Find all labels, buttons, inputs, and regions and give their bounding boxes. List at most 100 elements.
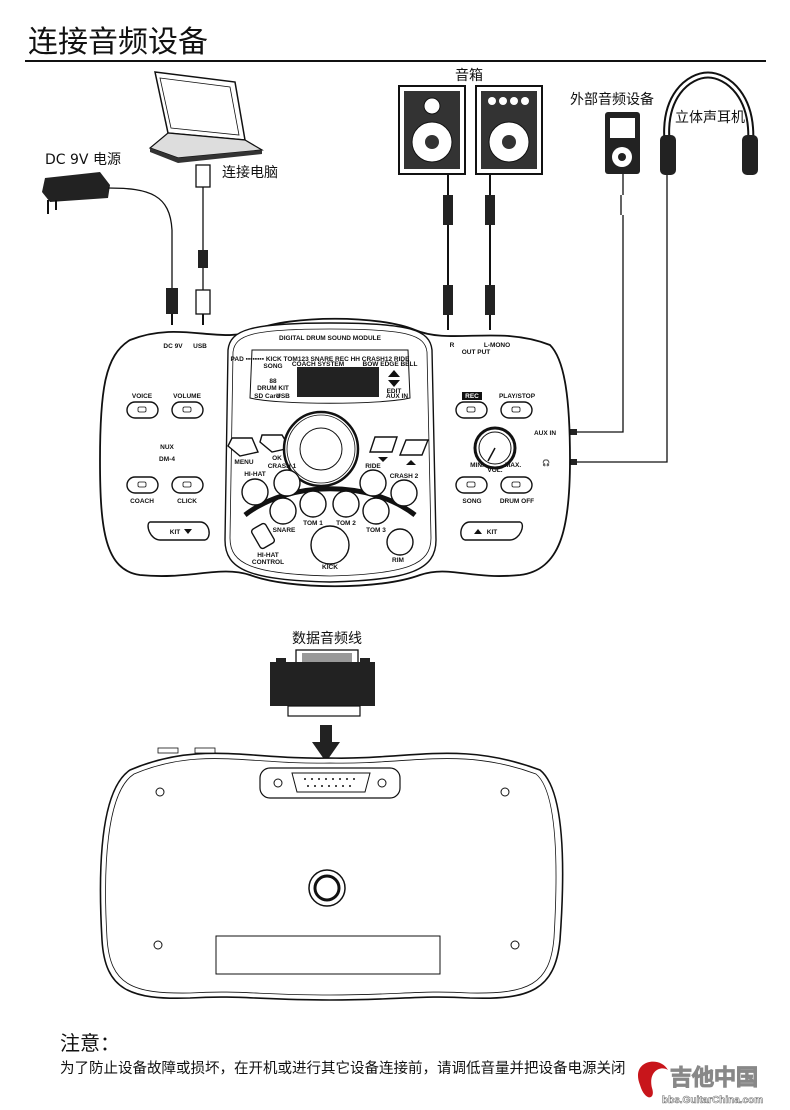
play-stop-button[interactable]: PLAY/STOP [499, 393, 536, 419]
page-title: 连接音频设备 [28, 25, 208, 60]
dc-plug-icon [166, 288, 178, 314]
up-button[interactable] [398, 439, 430, 465]
menu-button[interactable]: MENU [227, 437, 259, 466]
module-header: DIGITAL DRUM SOUND MODULE [279, 335, 382, 342]
kit-up-label: KIT [487, 529, 498, 536]
hihat-control-label-1: HI-HAT [257, 552, 279, 559]
voice-label: VOICE [132, 393, 153, 400]
pad-rim[interactable]: RIM [386, 528, 414, 564]
pad-hihat-label: HI-HAT [244, 471, 266, 478]
pad-tom2[interactable]: TOM 2 [332, 490, 360, 527]
pad-snare[interactable]: SNARE [269, 497, 297, 534]
watermark-url: bbs.GuitarChina.com [662, 1095, 763, 1106]
kit-down-label: KIT [170, 529, 181, 536]
knob-min-label: MIN. [470, 462, 484, 469]
lcd-display [249, 349, 411, 404]
pad-tom2-label: TOM 2 [336, 520, 356, 527]
pad-crash2[interactable]: CRASH 2 [390, 473, 419, 507]
lcd-song: SONG [263, 363, 282, 370]
rec-label: REC [465, 393, 479, 400]
lcd-usb: USB [276, 393, 290, 400]
port-output-label: OUT PUT [462, 349, 491, 356]
volume-knob[interactable]: MIN. MAX. VOL. [470, 426, 521, 474]
bottom-dot-pattern [304, 778, 355, 787]
lcd-coach-system: COACH SYSTEM [292, 361, 344, 368]
headphone-jack-icon: 🎧 [542, 459, 550, 467]
pad-crash2-label: CRASH 2 [390, 473, 419, 480]
model-name: DM-4 [159, 456, 175, 463]
click-button[interactable]: CLICK [171, 476, 204, 505]
jog-wheel[interactable] [282, 410, 360, 488]
watermark: 吉他中国 bbs.GuitarChina.com [637, 1058, 790, 1110]
dc-cable [107, 187, 173, 290]
down-button[interactable] [369, 436, 398, 462]
up-triangle-icon [474, 529, 482, 534]
hihat-control-label-2: CONTROL [252, 559, 284, 566]
speaker-left-icon [398, 85, 466, 175]
headphone-cable [575, 175, 668, 463]
ok-button[interactable]: OK [259, 434, 292, 462]
watermark-name: 吉他中国 [670, 1065, 758, 1091]
song-label: SONG [462, 498, 481, 505]
headphones-icon [660, 71, 758, 175]
pad-kick[interactable]: KICK [310, 525, 350, 571]
power-adapter-icon [42, 172, 110, 214]
pad-rim-label: RIM [392, 557, 404, 564]
lcd-digits: 88 [269, 378, 277, 385]
notice-text: 为了防止设备故障或损坏，在开机或进行其它设备连接前，请调低音量并把设备电源关闭 [60, 1059, 626, 1077]
hihat-control-button[interactable]: HI-HAT CONTROL [250, 522, 285, 566]
song-button[interactable]: SONG [455, 476, 488, 505]
laptop-icon [148, 71, 264, 163]
pad-crash1[interactable]: CRASH 1 [268, 463, 301, 497]
drum-module-back [99, 747, 564, 1001]
audio-player-icon [605, 112, 640, 174]
speaker-cables [443, 175, 495, 330]
pad-ride-label: RIDE [365, 463, 381, 470]
rec-button[interactable]: REC [455, 392, 488, 419]
coach-label: COACH [130, 498, 154, 505]
menu-label: MENU [234, 459, 253, 466]
data-cable-connector-icon [270, 649, 375, 717]
volume-label: VOLUME [173, 393, 201, 400]
notice-heading: 注意： [60, 1031, 120, 1055]
port-dc-label: DC 9V [163, 343, 183, 350]
lcd-up-arrow-icon [388, 370, 400, 377]
brand-logo: NUX [160, 444, 174, 451]
usb-plug-icon [195, 164, 211, 188]
port-lmono-label: L-MONO [484, 342, 510, 349]
computer-label: 连接电脑 [222, 164, 278, 181]
pad-hihat[interactable]: HI-HAT [241, 471, 269, 506]
port-usb-label: USB [193, 343, 207, 350]
port-r-label: R [450, 342, 455, 349]
down-arrow-icon [378, 457, 388, 462]
lcd-drum-kit: DRUM KIT [257, 385, 289, 392]
ok-label: OK [272, 455, 282, 462]
voice-button[interactable]: VOICE [126, 393, 159, 419]
lcd-top-row: PAD ▪▪▪▪▪▪▪▪ KICK TOM123 SNARE REC HH CR… [231, 356, 411, 363]
pad-tom1-label: TOM 1 [303, 520, 323, 527]
power-label: DC 9V 电源 [45, 152, 121, 168]
lcd-edit: EDIT [387, 388, 402, 395]
headphones-label: 立体声耳机 [675, 110, 745, 126]
aux-cable [575, 174, 624, 433]
pad-tom3[interactable]: TOM 3 [362, 497, 390, 534]
drum-off-button[interactable]: DRUM OFF [500, 476, 534, 505]
knob-label: VOL. [487, 467, 502, 474]
kit-down-button[interactable]: KIT [147, 521, 210, 541]
kit-up-button[interactable]: KIT [460, 521, 524, 541]
volume-button[interactable]: VOLUME [171, 393, 204, 419]
pad-kick-label: KICK [322, 564, 338, 571]
up-arrow-icon [406, 460, 416, 465]
pad-ride[interactable]: RIDE [359, 463, 387, 497]
click-label: CLICK [177, 498, 197, 505]
lcd-down-arrow-icon [388, 380, 400, 387]
lcd-aux-in: AUX IN [386, 393, 408, 400]
pad-snare-label: SNARE [273, 527, 296, 534]
port-aux-in-label: AUX IN [534, 430, 556, 437]
cable-label: 数据音频线 [292, 630, 362, 647]
lcd-modes: BOW EDGE BELL [363, 361, 418, 368]
drum-off-label: DRUM OFF [500, 498, 534, 505]
coach-button[interactable]: COACH [126, 476, 159, 505]
pad-tom1[interactable]: TOM 1 [299, 490, 327, 527]
